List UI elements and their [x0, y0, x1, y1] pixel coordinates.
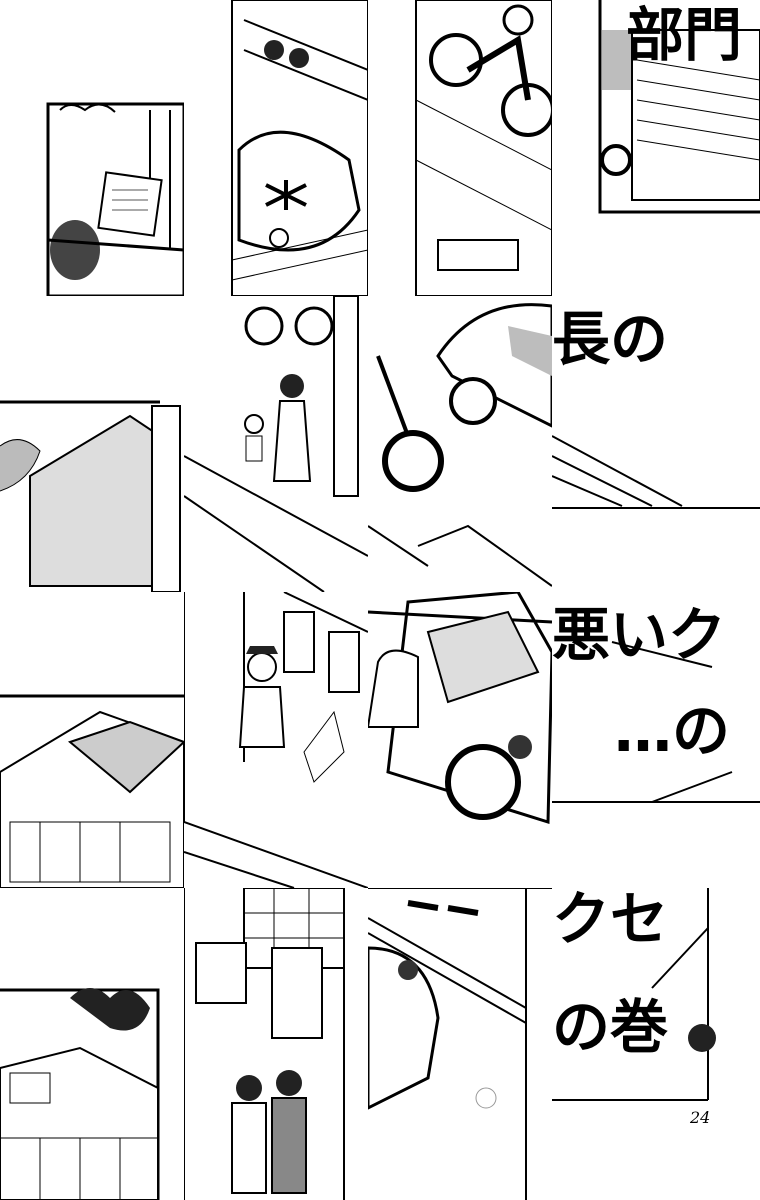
title-fragment: 長の	[552, 305, 669, 373]
panel-tile-two-men	[184, 888, 368, 1200]
title-fragment: 部門	[626, 1, 743, 69]
panel-tile-rooftop	[0, 592, 184, 888]
panel-tile-title-3: 悪いク …の	[552, 592, 760, 888]
title-fragment: の巻	[552, 993, 669, 1061]
panel-tile-cars	[184, 0, 368, 296]
title-fragment: クセ	[552, 888, 669, 953]
panel-tile-mother-child	[184, 296, 368, 592]
page-number: 24	[690, 1108, 711, 1127]
panel-tile-title-4: クセ の巻	[552, 888, 760, 1200]
panel-tile-building	[0, 888, 184, 1200]
panel-tile-car-driver	[368, 592, 552, 888]
panel-tile-truck-title: 部門	[552, 0, 760, 296]
panel-tile-car-bike	[368, 296, 552, 592]
panel-tile-policeman	[184, 592, 368, 888]
panel-tile-title-2: 長の	[552, 296, 760, 592]
panel-tile-motorcycle	[368, 0, 552, 296]
title-fragment: 悪いク	[552, 601, 727, 669]
panel-tile-park-sign	[0, 0, 184, 296]
title-fragment: …の	[614, 697, 731, 765]
panel-tile-street	[368, 888, 552, 1200]
panel-tile-fence	[0, 296, 184, 592]
